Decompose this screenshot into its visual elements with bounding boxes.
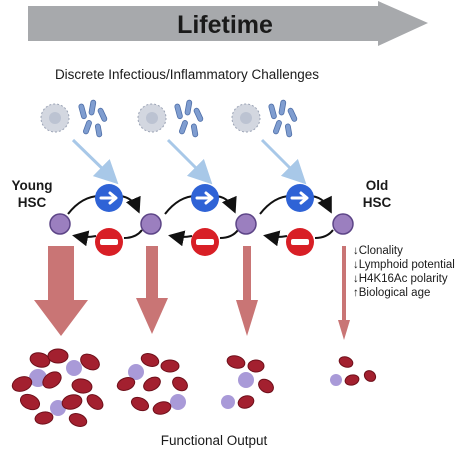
- activation-icon: [95, 184, 123, 212]
- infection-arrow-1: [71, 138, 119, 185]
- old-hsc-label: HSC: [363, 195, 392, 210]
- activation-icon: [286, 184, 314, 212]
- svg-text:↓Clonality: ↓Clonality: [353, 245, 403, 257]
- hsc-cell: [235, 213, 257, 235]
- blood-cluster-4: [330, 356, 377, 386]
- change-arrow: ↓: [353, 273, 359, 285]
- output-arrow-2: [136, 246, 168, 334]
- hsc-cells: [49, 213, 354, 235]
- bacteria-icon: [174, 99, 204, 138]
- infection-arrow-2: [166, 138, 213, 185]
- activation-icon: [191, 184, 219, 212]
- inhibition-icon: [191, 228, 219, 256]
- red-blood-cells: [116, 353, 188, 415]
- white-blood-cell: [221, 395, 235, 409]
- change-text: H4K16Ac polarity: [359, 273, 448, 285]
- old-hsc-changes: ↓Clonality ↓Lymphoid potential ↓H4K16Ac …: [353, 245, 455, 299]
- change-text: Clonality: [359, 245, 403, 257]
- hsc-cell-old: [332, 213, 354, 235]
- white-blood-cell: [128, 364, 144, 380]
- output-arrow-3: [236, 246, 258, 336]
- functional-output-label: Functional Output: [161, 433, 268, 448]
- change-arrow: ↓: [353, 245, 359, 257]
- bacteria-icon: [268, 99, 298, 138]
- transition-3: [259, 184, 334, 256]
- change-arrow: ↓: [353, 259, 359, 271]
- svg-text:↓H4K16Ac polarity: ↓H4K16Ac polarity: [353, 273, 448, 285]
- svg-text:↑Biological age: ↑Biological age: [353, 287, 430, 299]
- inhibition-icon: [95, 228, 123, 256]
- output-arrow-4: [338, 246, 350, 340]
- lifetime-arrow: [28, 1, 428, 46]
- red-blood-cells: [338, 356, 377, 386]
- lifetime-title: Lifetime: [177, 11, 273, 39]
- output-arrow-1: [34, 246, 88, 336]
- pathogen-group-3: [231, 99, 298, 138]
- blood-cluster-2: [116, 353, 188, 415]
- change-arrow: ↑: [353, 287, 359, 299]
- red-blood-cells: [11, 348, 104, 427]
- young-label: Young: [12, 178, 53, 193]
- young-hsc-label: HSC: [18, 195, 47, 210]
- change-text: Biological age: [359, 287, 431, 299]
- pathogen-group-1: [40, 99, 108, 138]
- infection-arrow-3: [260, 138, 307, 185]
- old-label: Old: [366, 178, 389, 193]
- white-blood-cell: [170, 394, 186, 410]
- transition-1: [67, 184, 143, 256]
- change-text: Lymphoid potential: [359, 259, 455, 271]
- bacteria-icon: [78, 99, 108, 138]
- infection-arrows: [71, 138, 307, 185]
- blood-cluster-3: [221, 355, 274, 409]
- hsc-cell: [140, 213, 162, 235]
- white-blood-cell: [238, 372, 254, 388]
- pathogen-group-2: [137, 99, 204, 138]
- white-blood-cell: [66, 360, 82, 376]
- hsc-cell-young: [49, 213, 71, 235]
- red-blood-cells: [226, 355, 274, 409]
- output-arrows: [34, 246, 350, 340]
- challenges-label: Discrete Infectious/Inflammatory Challen…: [55, 67, 319, 82]
- svg-text:↓Lymphoid potential: ↓Lymphoid potential: [353, 259, 455, 271]
- inhibition-icon: [286, 228, 314, 256]
- white-blood-cell: [330, 374, 342, 386]
- transition-2: [164, 184, 239, 256]
- blood-cluster-1: [11, 348, 104, 427]
